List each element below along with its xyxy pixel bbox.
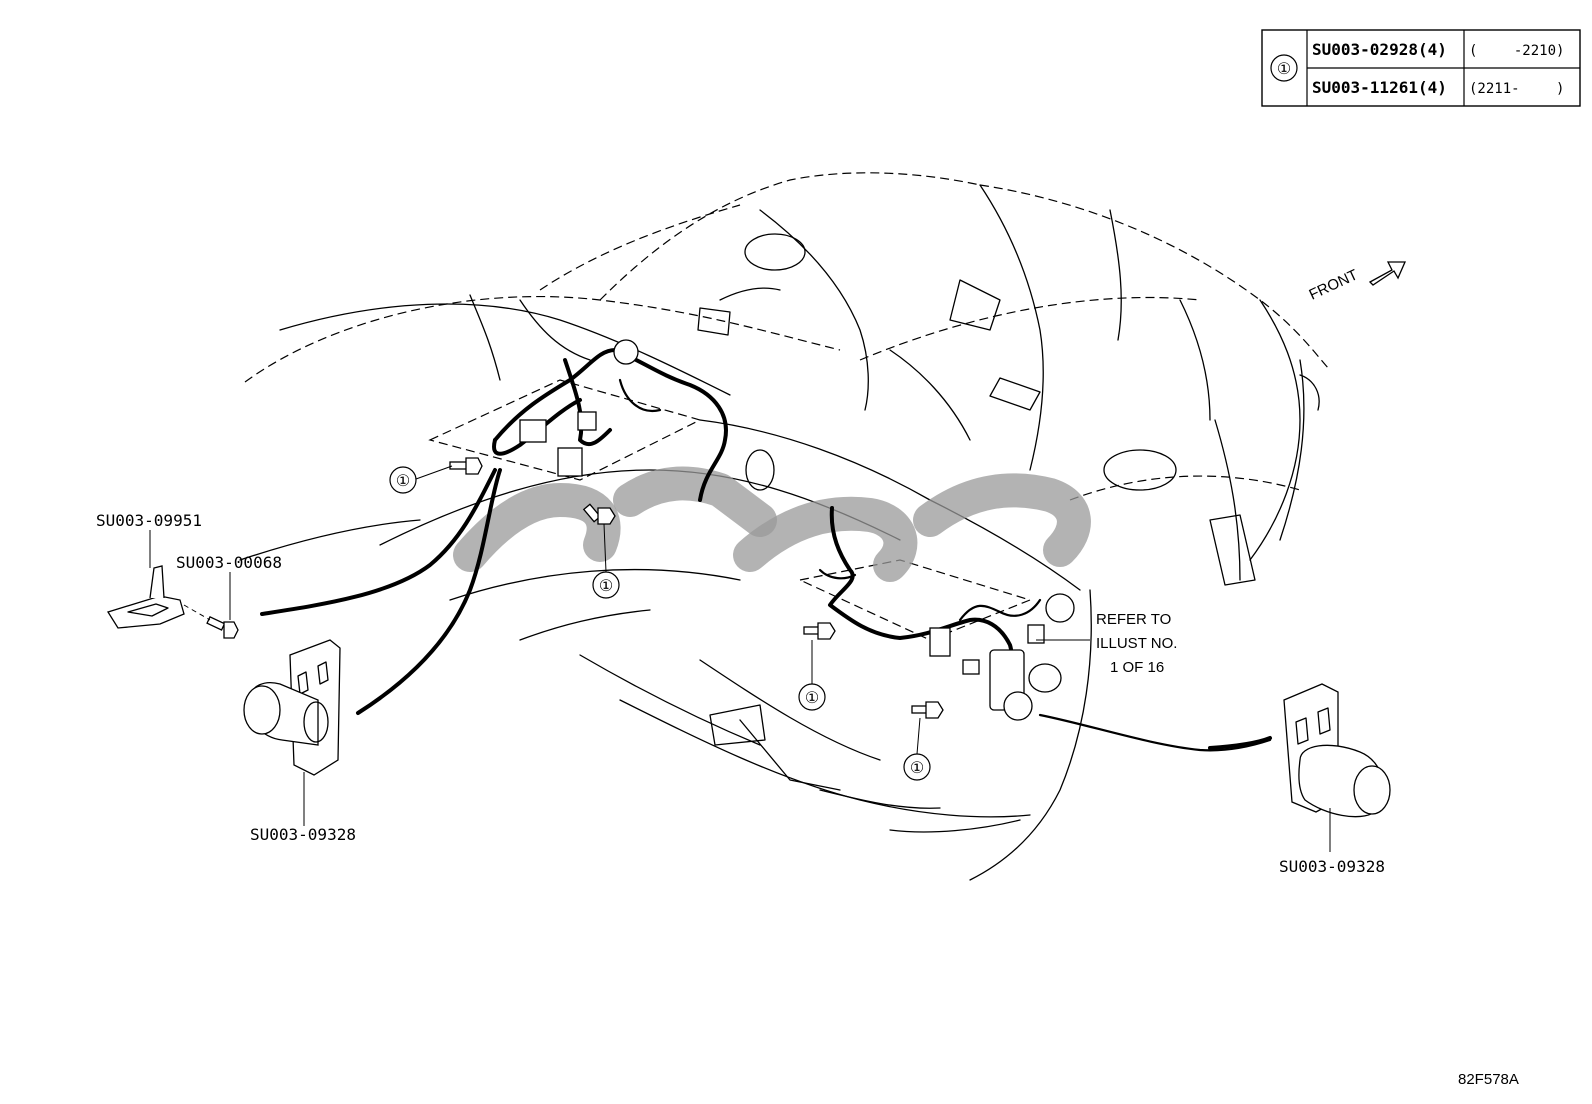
bolt-icon — [582, 503, 616, 525]
refer-note: REFER TO ILLUST NO. 1 OF 16 — [1036, 611, 1177, 676]
ref-symbol: ① — [805, 688, 819, 707]
bracket-part-number: SU003-09951 — [96, 511, 202, 530]
grommet-2 — [1045, 593, 1075, 623]
bolt-icon — [206, 616, 239, 639]
right-motor-part-number: SU003-09328 — [1279, 857, 1385, 876]
ref-symbol: ① — [910, 758, 924, 777]
parts-table: ① SU003-02928(4) SU003-11261(4) ( -2210)… — [1261, 29, 1581, 107]
vehicle-body-outline — [239, 172, 1331, 881]
refer-line-1: REFER TO — [1096, 611, 1171, 628]
illustration-code: 82F578A — [1458, 1071, 1519, 1088]
ref-circle — [389, 466, 417, 494]
front-label: FRONT — [1307, 266, 1361, 303]
refer-line-2: ILLUST NO. — [1096, 635, 1177, 652]
connector-6 — [962, 659, 980, 675]
bolt-icon — [803, 622, 836, 640]
table-ref-symbol: ① — [1277, 59, 1291, 78]
grommet-1 — [613, 339, 639, 365]
ref-circle — [903, 753, 931, 781]
bolt-part-label: SU003-00068 — [176, 553, 282, 621]
table-ref-circle — [1270, 54, 1298, 82]
table-range-1: ( -2210) — [1469, 43, 1564, 59]
left-motor-part-number: SU003-09328 — [250, 825, 356, 844]
connector-1 — [557, 447, 583, 477]
ref-callouts: ① ① ① ① — [389, 465, 931, 781]
harness-connectors — [519, 339, 1075, 721]
switch-knob — [1003, 691, 1033, 721]
front-arrow-icon — [1368, 261, 1406, 286]
connector-4 — [929, 627, 951, 657]
connector-5 — [1027, 624, 1045, 644]
bracket-part: SU003-09951 — [96, 511, 202, 629]
bolt-icon — [449, 457, 483, 475]
ref-circle — [798, 683, 826, 711]
right-motor-part: SU003-09328 — [1279, 683, 1391, 876]
bolt-part-number: SU003-00068 — [176, 553, 282, 572]
bolt-icon — [911, 701, 944, 719]
connector-2 — [519, 419, 547, 443]
ref-circle — [592, 571, 620, 599]
front-direction-indicator: FRONT — [1307, 261, 1406, 304]
bolts — [206, 457, 944, 719]
ref-symbol: ① — [396, 471, 410, 490]
wiring-harness — [260, 348, 1272, 752]
watermark-strokes — [453, 466, 1091, 582]
table-part-number-1: SU003-02928(4) — [1312, 40, 1447, 59]
table-range-2: (2211- ) — [1469, 81, 1564, 97]
refer-line-3: 1 OF 16 — [1110, 659, 1164, 676]
connector-3 — [577, 411, 597, 431]
left-motor-part: SU003-09328 — [243, 639, 356, 844]
table-part-number-2: SU003-11261(4) — [1312, 78, 1447, 97]
ref-symbol: ① — [599, 576, 613, 595]
